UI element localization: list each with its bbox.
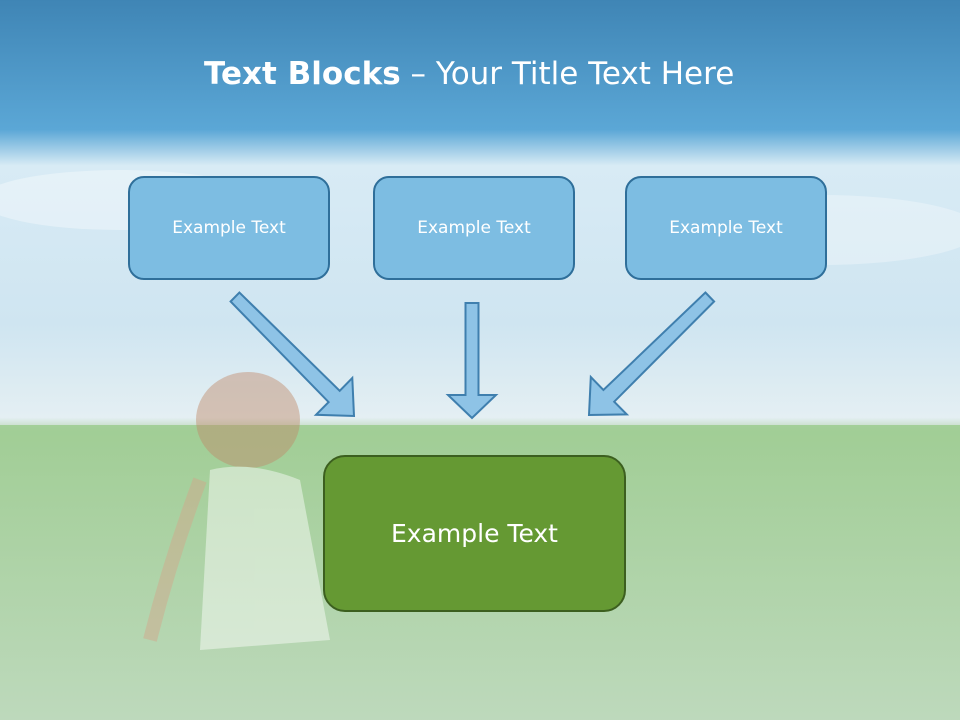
- text-block-2[interactable]: Example Text: [373, 176, 575, 280]
- text-block-1[interactable]: Example Text: [128, 176, 330, 280]
- result-text-block[interactable]: Example Text: [323, 455, 626, 612]
- text-block-3[interactable]: Example Text: [625, 176, 827, 280]
- text-block-1-label: Example Text: [172, 218, 286, 238]
- slide-title: Text Blocks – Your Title Text Here: [0, 52, 960, 96]
- title-bold-part: Text Blocks: [204, 56, 401, 92]
- text-block-3-label: Example Text: [669, 218, 783, 238]
- text-block-2-label: Example Text: [417, 218, 531, 238]
- title-regular-part: Your Title Text Here: [435, 56, 735, 92]
- result-text-block-label: Example Text: [391, 519, 558, 548]
- title-dash: –: [400, 56, 436, 92]
